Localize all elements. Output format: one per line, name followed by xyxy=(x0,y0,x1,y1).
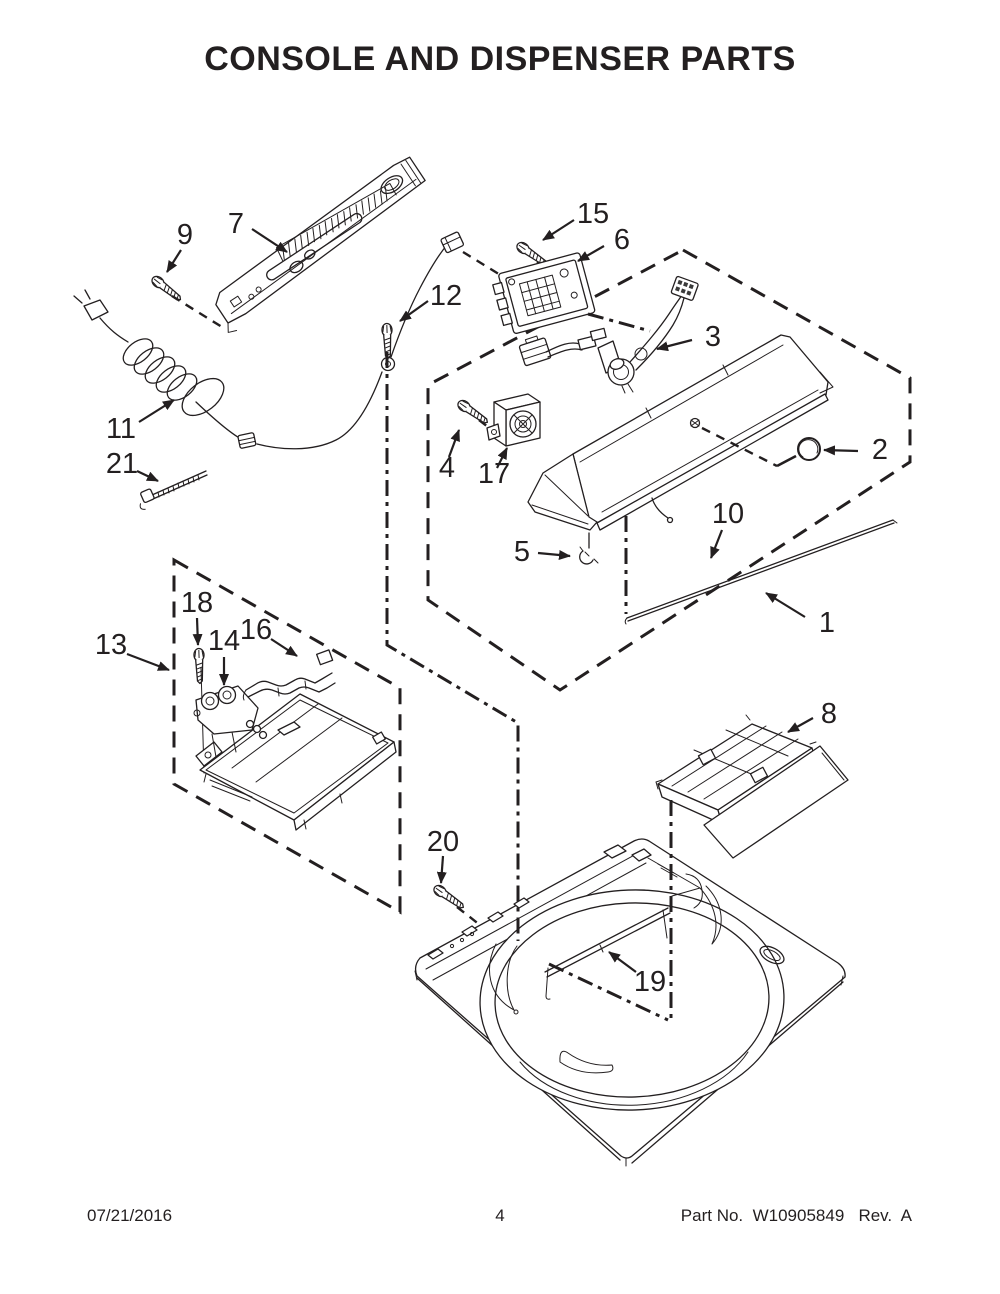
callout-19: 19 xyxy=(608,951,666,998)
knob-axis-solid xyxy=(776,454,797,468)
dispenser-base-tray-part13 xyxy=(195,693,397,831)
footer-part-number: Part No. W10905849 Rev. A xyxy=(680,1206,912,1225)
callout-2: 2 xyxy=(823,434,888,466)
inlet-valve-part14 xyxy=(193,685,268,758)
callout-20-label: 20 xyxy=(427,826,459,858)
page-title: CONSOLE AND DISPENSER PARTS xyxy=(204,40,796,78)
callout-16: 16 xyxy=(240,614,298,657)
bracket19-axis xyxy=(548,962,669,1022)
washer-top-panel xyxy=(414,838,846,1167)
knob-axis-dashed xyxy=(701,426,778,468)
callout-16-label: 16 xyxy=(240,614,272,646)
speaker-part17 xyxy=(486,393,541,447)
callout-12-label: 12 xyxy=(430,280,462,312)
callout-9-label: 9 xyxy=(177,219,193,251)
callout-3-label: 3 xyxy=(705,321,721,353)
callout-18: 18 xyxy=(181,587,213,646)
callout-4: 4 xyxy=(439,429,461,484)
board-to-console-axis xyxy=(587,312,651,333)
trim-strip-part10 xyxy=(624,519,898,625)
page-footer: 07/21/2016 4 Part No. W10905849 Rev. A xyxy=(0,1206,1000,1236)
dispenser-bracket-part16 xyxy=(242,649,336,701)
callout-18-label: 18 xyxy=(181,587,213,619)
dispenser-drawer-part8 xyxy=(655,714,849,859)
power-cord-part11 xyxy=(73,231,465,450)
console-assembly-boundary xyxy=(426,248,912,692)
cord-to-board-axis xyxy=(462,250,503,278)
callouts: 1 2 3 4 5 6 7 xyxy=(95,198,888,998)
callout-7: 7 xyxy=(228,208,288,253)
callout-13: 13 xyxy=(95,629,170,672)
screw4-axis xyxy=(478,419,493,431)
callout-6-label: 6 xyxy=(614,224,630,256)
callout-11: 11 xyxy=(106,399,175,445)
callout-1: 1 xyxy=(765,592,835,639)
callout-19-label: 19 xyxy=(634,966,666,998)
callout-3: 3 xyxy=(656,321,721,353)
wire-harness-part3 xyxy=(518,275,699,394)
callout-14: 14 xyxy=(208,625,240,686)
callout-14-label: 14 xyxy=(208,625,240,657)
callout-12: 12 xyxy=(399,280,462,322)
console-rear-panel-part7 xyxy=(215,156,426,333)
screw9-axis xyxy=(171,294,223,329)
callout-10: 10 xyxy=(709,498,744,559)
console-body-part1 xyxy=(527,334,834,531)
cable-tie-part21 xyxy=(139,470,208,510)
callout-8-label: 8 xyxy=(821,698,837,730)
callout-13-label: 13 xyxy=(95,629,127,661)
callout-21-label: 21 xyxy=(106,448,138,480)
callout-1-label: 1 xyxy=(819,607,835,639)
callout-9: 9 xyxy=(166,219,193,273)
callout-20: 20 xyxy=(427,826,459,884)
callout-11-label: 11 xyxy=(106,413,136,445)
callout-8: 8 xyxy=(787,698,837,733)
footer-date: 07/21/2016 xyxy=(87,1206,173,1225)
callout-10-label: 10 xyxy=(712,498,744,530)
callout-5-label: 5 xyxy=(514,536,530,568)
callout-6: 6 xyxy=(577,224,630,262)
hose-bracket-part19 xyxy=(544,907,671,1000)
clip-part5 xyxy=(579,532,599,565)
callout-4-label: 4 xyxy=(439,452,455,484)
knob-ring-part2 xyxy=(797,437,821,461)
callout-7-label: 7 xyxy=(228,208,244,240)
footer-page-number: 4 xyxy=(495,1206,505,1225)
callout-5: 5 xyxy=(514,536,571,568)
screw-part18 xyxy=(193,647,206,685)
screw12-long-axis xyxy=(385,352,520,941)
screw20-axis xyxy=(456,906,481,926)
screw-part20 xyxy=(431,882,467,913)
callout-15: 15 xyxy=(542,198,609,241)
callout-17-label: 17 xyxy=(478,458,510,490)
control-board-part6 xyxy=(492,252,596,334)
screw-part4 xyxy=(455,397,491,428)
callout-17: 17 xyxy=(478,447,510,490)
callout-2-label: 2 xyxy=(872,434,888,466)
dispenser-assembly-boundary xyxy=(172,557,402,915)
callout-15-label: 15 xyxy=(577,198,609,230)
callout-21: 21 xyxy=(106,448,159,482)
